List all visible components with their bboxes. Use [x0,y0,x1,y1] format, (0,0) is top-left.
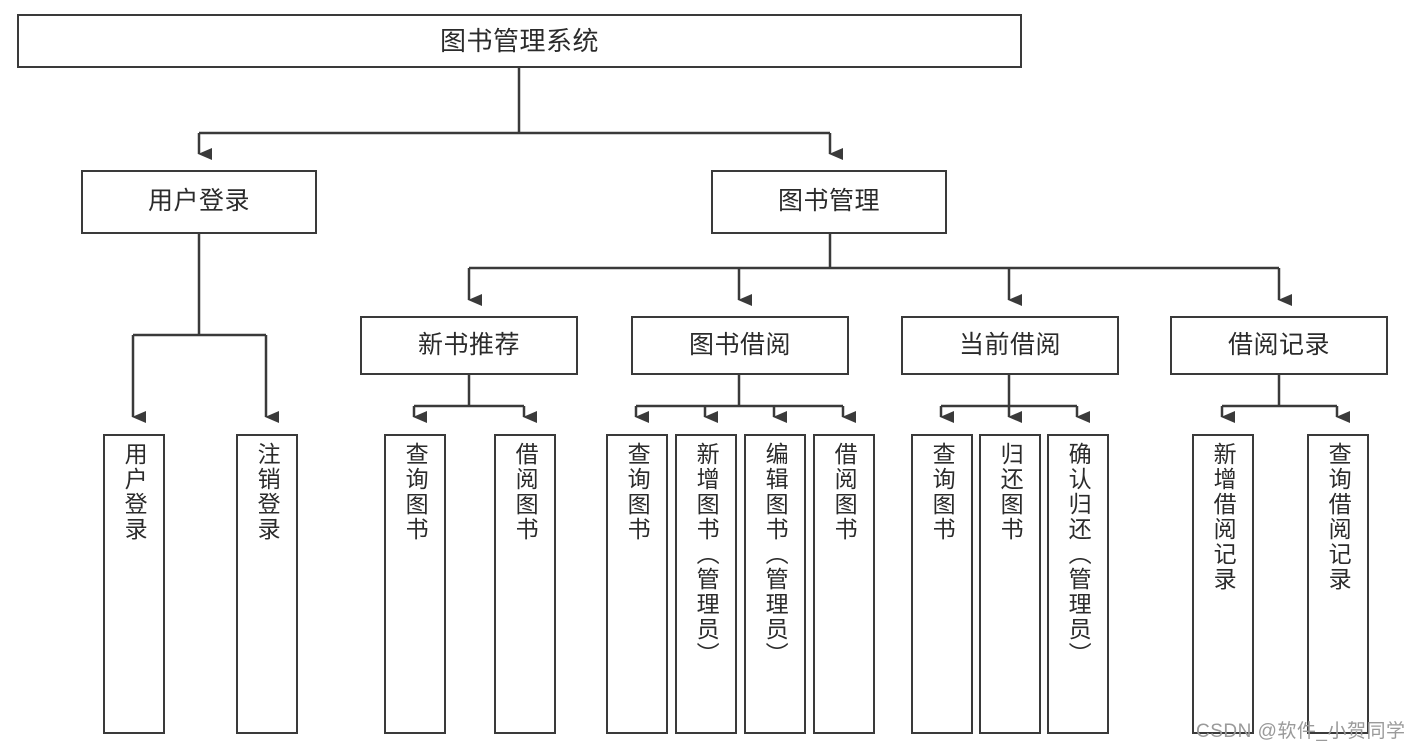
node-borrow-record[interactable]: 借阅记录 [1170,316,1388,375]
node-label: 查询借阅记录 [1325,442,1352,592]
node-label: 借阅记录 [1227,330,1330,359]
leaf-query-borrow-record[interactable]: 查询借阅记录 [1307,434,1369,734]
node-label: 查询图书 [624,442,651,542]
node-label: 借阅图书 [831,442,858,542]
node-label: 新书推荐 [417,330,520,359]
leaf-borrow-book-new[interactable]: 借阅图书 [494,434,556,734]
leaf-query-book-borrow[interactable]: 查询图书 [606,434,668,734]
leaf-add-borrow-record[interactable]: 新增借阅记录 [1192,434,1254,734]
node-book-management[interactable]: 图书管理 [711,170,947,234]
leaf-user-login[interactable]: 用户登录 [103,434,165,734]
node-label: 图书管理系统 [439,25,599,56]
node-label: 注销登录 [254,442,281,542]
leaf-query-book-current[interactable]: 查询图书 [911,434,973,734]
node-label: 用户登录 [121,442,148,542]
leaf-borrow-book[interactable]: 借阅图书 [813,434,875,734]
node-label: 新增借阅记录 [1210,442,1237,592]
node-label: 借阅图书 [512,442,539,542]
node-root-system[interactable]: 图书管理系统 [17,14,1022,68]
leaf-return-book[interactable]: 归还图书 [979,434,1041,734]
node-label: 确认归还（管理员） [1065,442,1092,667]
leaf-confirm-return-admin[interactable]: 确认归还（管理员） [1047,434,1109,734]
node-label: 图书借阅 [688,330,791,359]
node-new-book-recommend[interactable]: 新书推荐 [360,316,578,375]
node-label: 归还图书 [997,442,1024,542]
leaf-edit-book-admin[interactable]: 编辑图书（管理员） [744,434,806,734]
node-label: 查询图书 [929,442,956,542]
node-label: 查询图书 [402,442,429,542]
node-label: 用户登录 [147,187,250,216]
csdn-watermark: CSDN @软件_小贺同学 [1196,721,1405,742]
node-book-borrow[interactable]: 图书借阅 [631,316,849,375]
leaf-add-book-admin[interactable]: 新增图书（管理员） [675,434,737,734]
node-label: 新增图书（管理员） [693,442,720,667]
node-user-login[interactable]: 用户登录 [81,170,317,234]
node-label: 当前借阅 [958,330,1061,359]
node-label: 图书管理 [777,187,880,216]
leaf-query-book-new[interactable]: 查询图书 [384,434,446,734]
node-label: 编辑图书（管理员） [762,442,789,667]
leaf-logout[interactable]: 注销登录 [236,434,298,734]
node-current-borrow[interactable]: 当前借阅 [901,316,1119,375]
